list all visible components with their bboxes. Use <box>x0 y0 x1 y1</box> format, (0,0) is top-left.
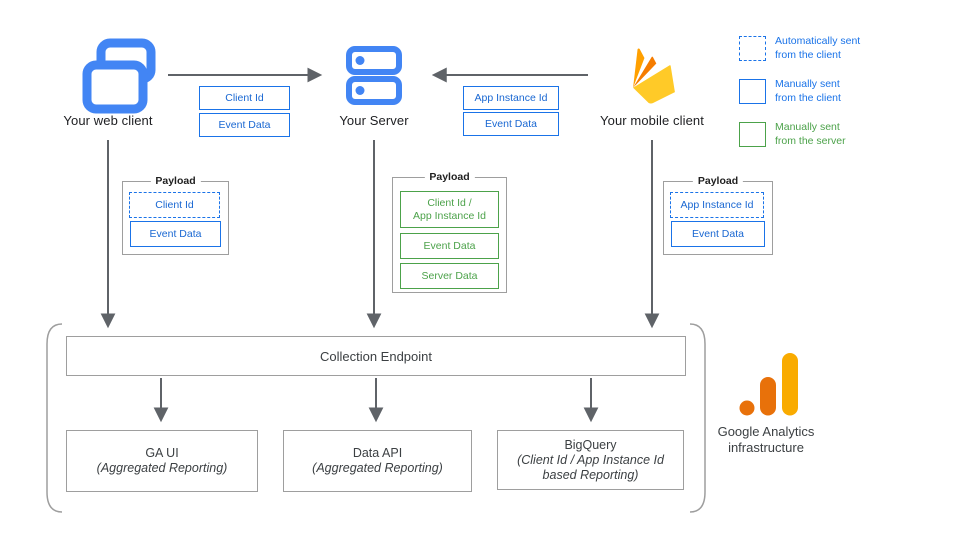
infrastructure-bracket-left <box>46 323 63 513</box>
payload-mobile-client: Payload App Instance Id Event Data <box>663 175 773 255</box>
solid-blue-swatch-icon <box>739 79 766 104</box>
tag-event-data-mobile: Event Data <box>463 112 559 136</box>
output-subtitle: (Client Id / App Instance Id based Repor… <box>517 452 664 482</box>
output-title: BigQuery <box>564 437 617 452</box>
server-stack-icon <box>346 46 402 105</box>
infrastructure-bracket-right <box>689 323 706 513</box>
output-subtitle: (Aggregated Reporting) <box>96 461 228 475</box>
payload-server: Payload Client Id / App Instance Id Even… <box>392 171 507 293</box>
firebase-flame-icon <box>633 48 675 104</box>
payload-title: Payload <box>692 175 744 187</box>
legend-item: Manually sent from the client <box>739 78 841 105</box>
output-ga-ui: GA UI (Aggregated Reporting) <box>66 430 258 492</box>
payload-item-client-id: Client Id <box>129 192 220 218</box>
collection-endpoint-box: Collection Endpoint <box>66 336 686 376</box>
legend-item-label: Manually sent from the server <box>775 121 846 147</box>
payload-title: Payload <box>150 175 201 187</box>
legend-item-label: Automatically sent from the client <box>775 35 861 61</box>
payload-title: Payload <box>424 171 475 183</box>
tag-client-id: Client Id <box>199 86 290 110</box>
output-data-api: Data API (Aggregated Reporting) <box>283 430 472 492</box>
collection-endpoint-label: Collection Endpoint <box>319 348 433 364</box>
payload-item-event-data: Event Data <box>671 221 765 247</box>
payload-item-server-data: Server Data <box>400 263 499 289</box>
payload-item-event-data: Event Data <box>130 221 221 247</box>
dashed-blue-swatch-icon <box>739 36 766 61</box>
overlapping-windows-icon <box>82 38 156 114</box>
legend-item: Automatically sent from the client <box>739 35 861 62</box>
payload-item-client-or-app-instance-id: Client Id / App Instance Id <box>400 191 499 228</box>
output-title: GA UI <box>145 446 179 460</box>
server-label: Your Server <box>339 113 409 128</box>
output-title: Data API <box>352 446 403 460</box>
tag-app-instance-id: App Instance Id <box>463 86 559 110</box>
ga-infrastructure-label: Google Analytics infrastructure <box>717 424 815 455</box>
web-client-label: Your web client <box>63 113 153 128</box>
payload-item-app-instance-id: App Instance Id <box>670 192 764 218</box>
payload-item-event-data: Event Data <box>400 233 499 259</box>
output-subtitle: (Aggregated Reporting) <box>312 461 443 475</box>
legend-item-label: Manually sent from the client <box>775 78 841 104</box>
legend-item: Manually sent from the server <box>739 121 846 148</box>
solid-green-swatch-icon <box>739 122 766 147</box>
payload-web-client: Payload Client Id Event Data <box>122 175 229 255</box>
google-analytics-bars-icon <box>739 353 798 416</box>
tag-event-data-web: Event Data <box>199 113 290 137</box>
output-bigquery: BigQuery (Client Id / App Instance Id ba… <box>497 430 684 490</box>
mobile-client-label: Your mobile client <box>600 113 704 128</box>
